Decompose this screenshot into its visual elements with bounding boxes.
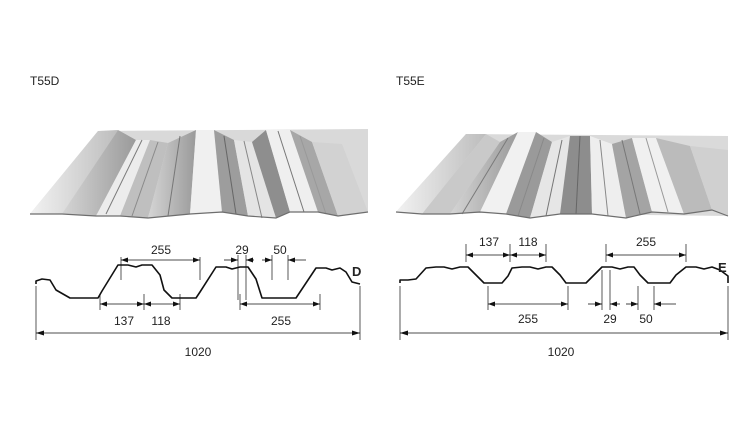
dim-e-1020 [399,286,729,340]
label-e-137: 137 [479,235,499,249]
label-e-50: 50 [639,312,653,326]
dim-d-255-top [120,257,201,280]
dim-d-50 [262,255,306,280]
label-d-50: 50 [273,243,287,257]
label-e-255-top: 255 [636,235,656,249]
label-d-255-top: 255 [151,243,171,257]
dim-e-255-top [605,244,687,262]
dim-e-118 [510,244,547,262]
dim-d-118 [143,294,181,310]
dim-e-50 [626,286,676,310]
label-d-1020: 1020 [185,345,212,359]
profile-letter-e: E [718,260,727,275]
sheet-3d-t55d [30,129,369,219]
label-d-255-bottom: 255 [271,314,291,328]
dim-d-29 [224,255,254,300]
dim-e-255-bottom [487,286,569,310]
profile-line-d [35,264,361,299]
label-e-29: 29 [603,312,617,326]
panel-title-t55e: T55E [396,74,425,88]
profile-letter-d: D [352,264,361,279]
dim-d-1020 [35,286,361,340]
profile-line-e [399,266,729,284]
label-d-137: 137 [114,314,134,328]
dim-d-137 [99,294,144,310]
label-e-1020: 1020 [548,345,575,359]
label-e-255-bottom: 255 [518,312,538,326]
dim-d-255-bottom [239,294,321,310]
label-e-118: 118 [518,235,537,249]
dim-e-137 [465,244,511,262]
sheet-3d-t55e [395,132,729,219]
label-d-118: 118 [151,314,170,328]
label-d-29: 29 [235,243,249,257]
dim-e-29 [588,270,620,310]
panel-title-t55d: T55D [30,74,60,88]
